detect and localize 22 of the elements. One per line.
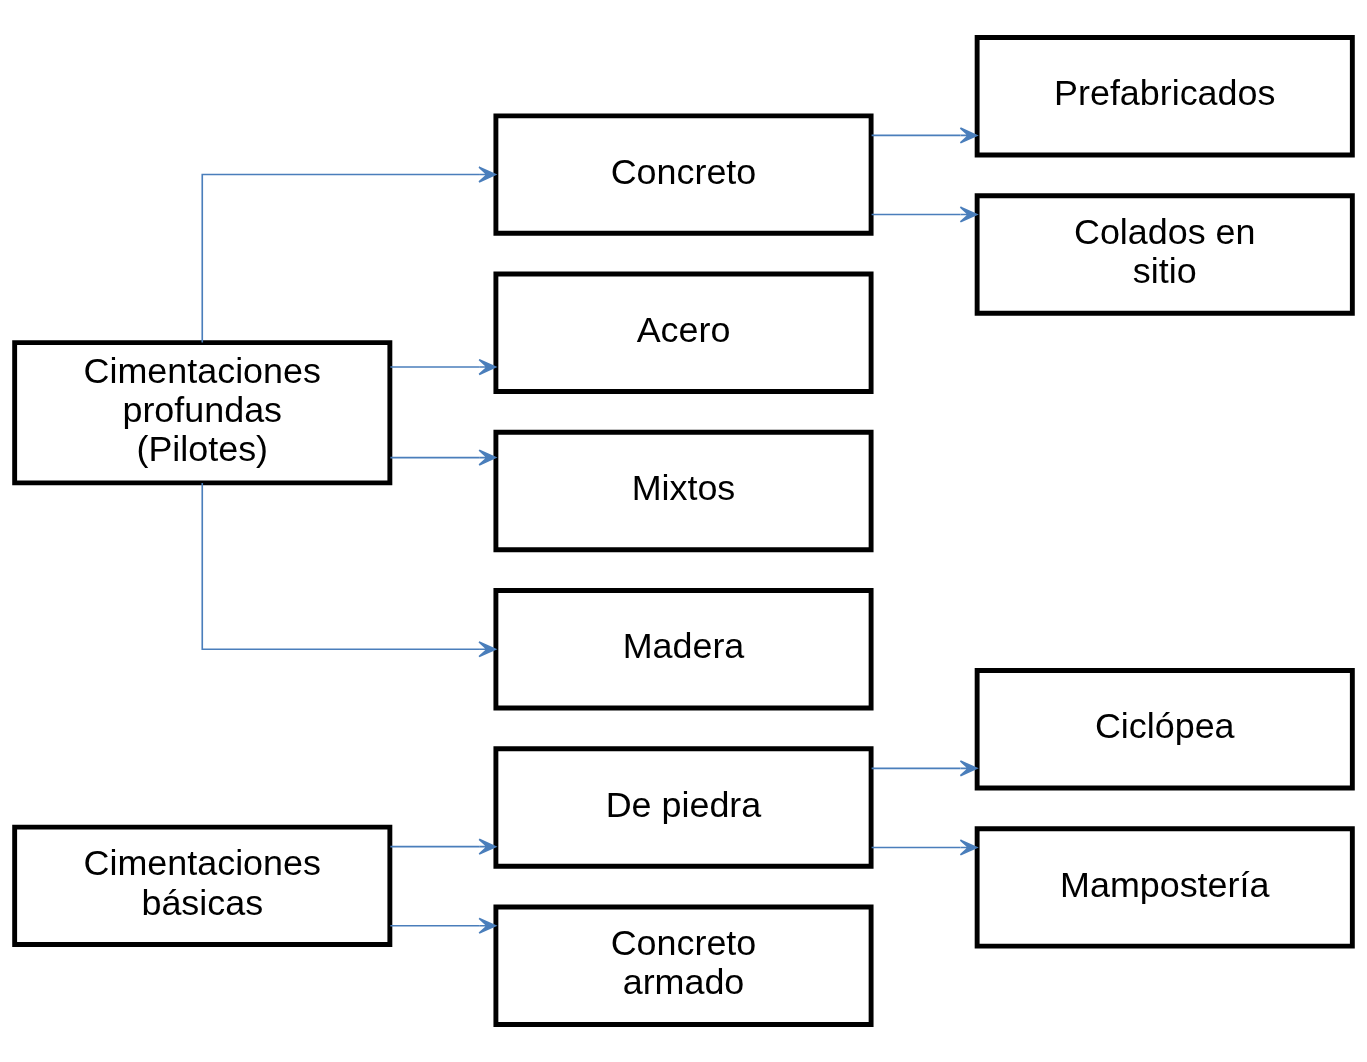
arrow — [201, 482, 497, 658]
node-box: Cimentaciones básicas — [12, 824, 393, 947]
node-box: Cimentaciones profundas (Pilotes) — [12, 340, 393, 486]
node-box: Colados en sitio — [974, 193, 1355, 316]
arrow — [870, 127, 978, 144]
node-box: Mixtos — [493, 429, 874, 553]
node-box: Acero — [493, 271, 874, 394]
arrow — [870, 760, 978, 777]
arrow — [389, 917, 497, 934]
node-box: Concreto armado — [493, 904, 874, 1027]
arrow — [870, 839, 978, 856]
node-box: Mampostería — [974, 826, 1355, 949]
arrow — [389, 449, 497, 466]
arrow — [870, 206, 978, 223]
node-box: Prefabricados — [974, 35, 1355, 158]
arrow — [389, 838, 497, 855]
node-box: Ciclópea — [974, 668, 1355, 791]
node-box: De piedra — [493, 746, 874, 869]
arrow — [201, 166, 497, 344]
node-box: Madera — [493, 588, 874, 711]
arrow — [389, 358, 497, 376]
node-box: Concreto — [493, 113, 874, 236]
